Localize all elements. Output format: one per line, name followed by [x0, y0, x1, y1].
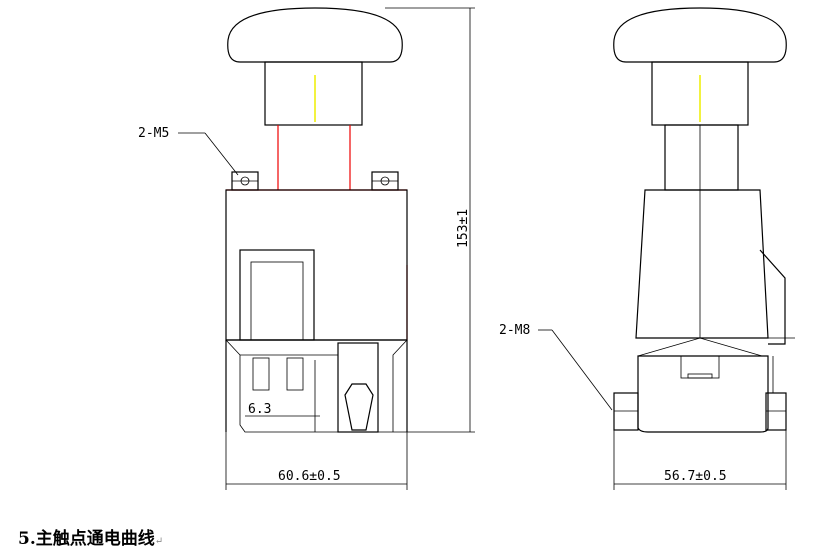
side-body	[635, 189, 769, 339]
hex-nut	[344, 383, 374, 431]
terminal-tab-2	[286, 357, 304, 391]
front-stem	[264, 61, 363, 126]
front-view: 6.3 2-M5 153±1 60.6±0.5	[138, 7, 475, 490]
front-nut-left	[231, 171, 259, 191]
side-view: 2-M8 56.7±0.5	[499, 7, 795, 490]
side-nut-right	[765, 392, 787, 431]
front-body	[225, 189, 408, 341]
height-dim-label: 153±1	[456, 209, 471, 248]
caption-text: 5.主触点通电曲线	[18, 529, 155, 549]
bolt-label-m8: 2-M8	[499, 323, 530, 338]
front-knob-cap	[227, 7, 403, 63]
width-dim-label-front: 60.6±0.5	[278, 469, 341, 484]
side-nut-left	[613, 392, 639, 431]
section-caption: 5.主触点通电曲线↵	[18, 524, 163, 549]
side-knob-cap	[613, 7, 787, 63]
front-terminal-block	[337, 342, 379, 433]
width-dim-label-side: 56.7±0.5	[664, 469, 727, 484]
pitch-dim-label: 6.3	[248, 402, 271, 417]
return-mark: ↵	[154, 536, 164, 547]
front-nut-right	[371, 171, 399, 191]
bolt-label-m5: 2-M5	[138, 126, 169, 141]
terminal-tab-1	[252, 357, 270, 391]
